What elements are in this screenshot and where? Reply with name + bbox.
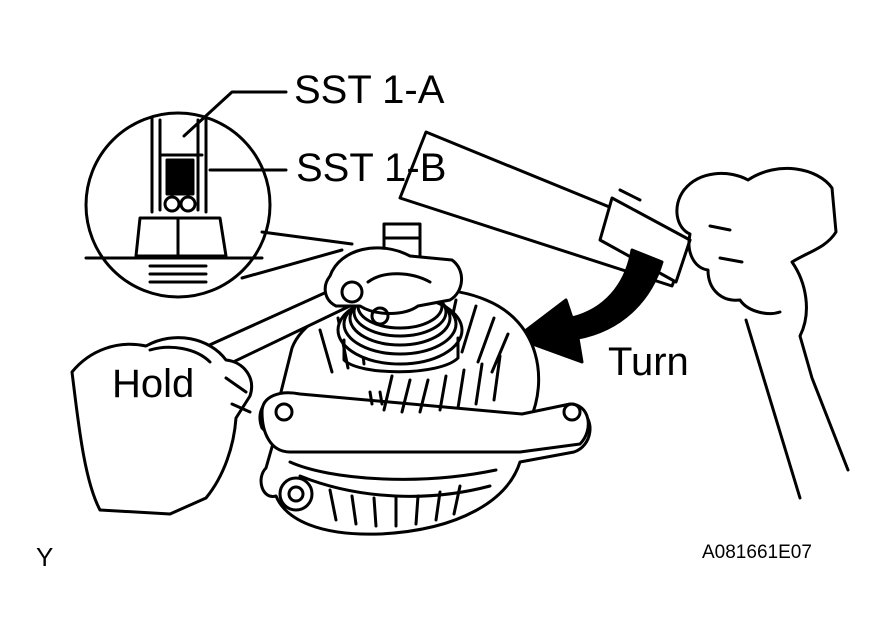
- sst-1b-label: SST 1-B: [296, 146, 447, 190]
- sst-1a-label: SST 1-A: [294, 68, 445, 112]
- turn-arrow: [514, 248, 664, 364]
- left-hand: [70, 336, 253, 516]
- callout-leader: [240, 248, 344, 280]
- figure-code: A081661E07: [702, 542, 812, 563]
- lower-bolt-boss: [278, 476, 314, 512]
- detail-callout: [84, 90, 354, 299]
- corner-mark: Y: [36, 542, 54, 572]
- callout-leader: [260, 230, 354, 246]
- holding-wrench: [192, 246, 463, 378]
- turn-label: Turn: [608, 340, 689, 384]
- mounting-bracket: [260, 391, 590, 454]
- sst1a-leader: [182, 90, 288, 138]
- detail-circle: [84, 111, 272, 299]
- hold-label: Hold: [112, 362, 195, 406]
- detail-sst-tools: [84, 116, 264, 284]
- right-hand: [675, 167, 850, 500]
- turn-arrow-shape: [514, 248, 664, 364]
